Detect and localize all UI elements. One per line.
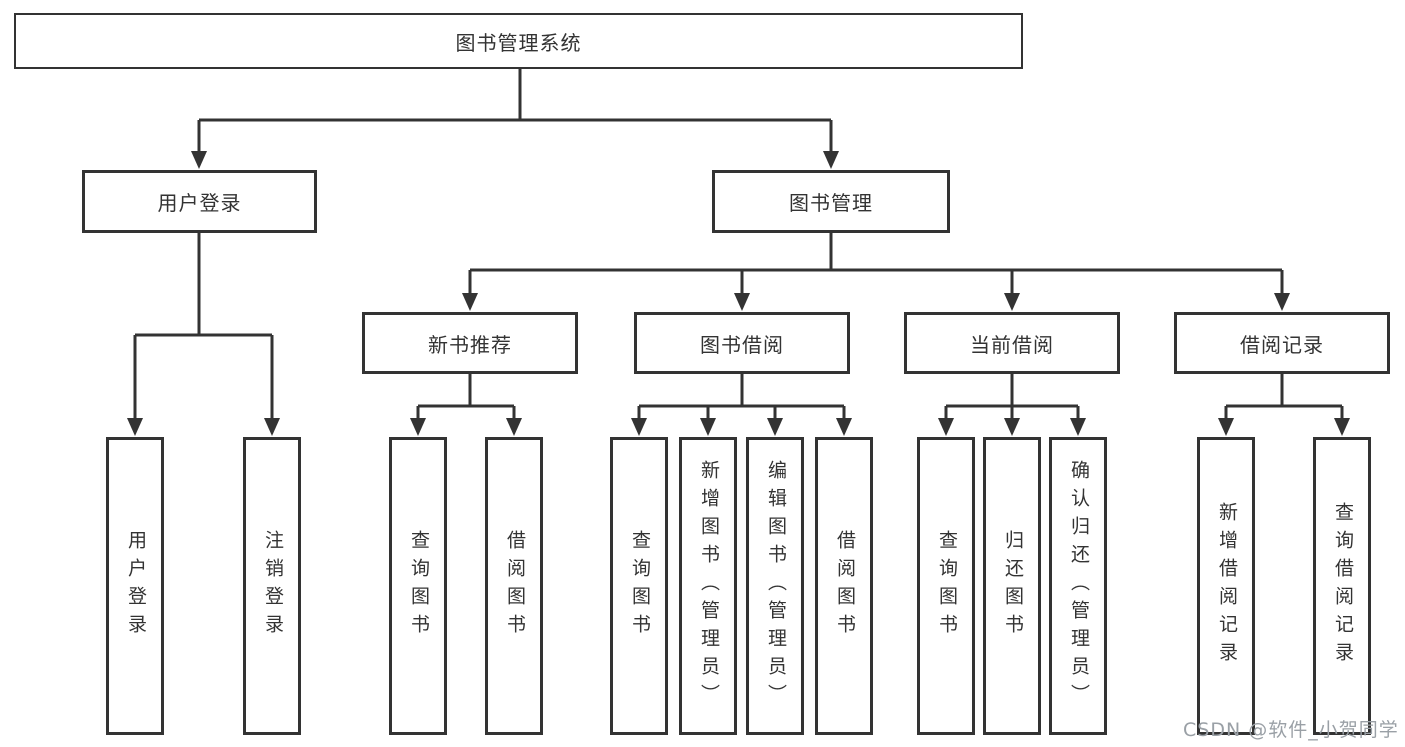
node-label: 图书管理系统 [455,30,582,55]
node-label: 查询图书 [628,530,651,642]
node-book-borrow: 图书借阅 [634,312,850,374]
node-library-management-system: 图书管理系统 [14,13,1023,69]
arrowheads [127,151,1350,436]
node-label: 查询图书 [935,530,958,642]
node-label: 查询借阅记录 [1331,502,1354,670]
leaf-nbr-query-books: 查询图书 [389,437,447,735]
csdn-watermark: CSDN @软件_小贺同学 [1183,719,1399,741]
node-new-book-recommend: 新书推荐 [362,312,578,374]
leaf-bb-edit-books-admin: 编辑图书（管理员） [746,437,804,735]
leaf-nbr-borrow-books: 借阅图书 [485,437,543,735]
node-label: 新增借阅记录 [1215,502,1238,670]
node-label: 新书推荐 [428,332,512,357]
node-label: 借阅记录 [1240,332,1324,357]
leaf-cb-query-books: 查询图书 [917,437,975,735]
leaf-cb-confirm-return-admin: 确认归还（管理员） [1049,437,1107,735]
leaf-logout: 注销登录 [243,437,301,735]
node-label: 借阅图书 [833,530,856,642]
node-label: 用户登录 [124,530,147,642]
leaf-br-query-record: 查询借阅记录 [1313,437,1371,735]
node-label: 新增图书（管理员） [697,460,720,712]
node-label: 图书管理 [789,191,873,215]
node-label: 当前借阅 [970,332,1054,357]
node-label: 查询图书 [407,530,430,642]
node-label: 编辑图书（管理员） [764,460,787,712]
leaf-cb-return-books: 归还图书 [983,437,1041,735]
node-label: 图书借阅 [700,332,784,357]
edge-book-mgmt-to-level3 [468,232,1284,296]
node-label: 确认归还（管理员） [1067,460,1090,712]
leaf-bb-query-books: 查询图书 [610,437,668,735]
node-label: 归还图书 [1001,530,1024,642]
edge-new-book-recommend-children [416,374,516,421]
node-user-login: 用户登录 [82,170,317,233]
edge-user-login-children [133,233,274,421]
node-current-borrow: 当前借阅 [904,312,1120,374]
leaf-bb-add-books-admin: 新增图书（管理员） [679,437,737,735]
edge-book-borrow-children [637,374,846,421]
node-label: 注销登录 [261,530,284,642]
node-book-management: 图书管理 [712,170,950,233]
node-borrow-records: 借阅记录 [1174,312,1390,374]
node-label: 借阅图书 [503,530,526,642]
leaf-br-add-record: 新增借阅记录 [1197,437,1255,735]
node-label: 用户登录 [157,191,242,215]
edge-root-to-level2 [197,69,833,154]
edge-current-borrow-children [944,374,1080,421]
leaf-bb-borrow-books: 借阅图书 [815,437,873,735]
leaf-user-login: 用户登录 [106,437,164,735]
edge-borrow-records-children [1224,374,1344,421]
